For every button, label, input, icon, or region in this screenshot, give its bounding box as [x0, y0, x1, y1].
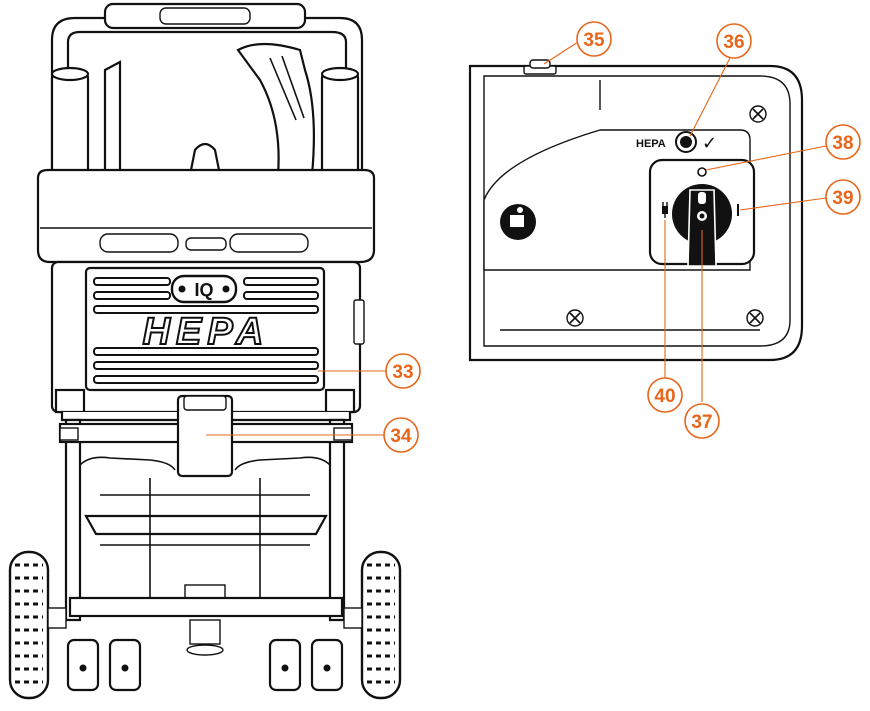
crevice-tool — [103, 60, 122, 187]
callout-38: 38 — [825, 124, 861, 160]
callout-40: 40 — [647, 377, 683, 413]
callout-37: 37 — [684, 403, 720, 439]
wand-holder — [236, 42, 315, 177]
control-panel-view: HEPA ✓ — [468, 59, 804, 362]
top-knob — [529, 59, 551, 69]
callouts: 33 34 35 36 37 38 39 40 — [206, 21, 861, 453]
plug-icon — [662, 202, 668, 218]
base-plate — [68, 596, 344, 618]
callout-35-label: 35 — [583, 30, 605, 51]
left-wheel — [8, 550, 50, 700]
grill-slots — [93, 277, 319, 384]
iq-logo-badge — [170, 274, 238, 304]
callout-34: 34 — [383, 417, 419, 453]
callout-39-label: 39 — [832, 188, 853, 209]
cart-crossbar — [84, 514, 328, 536]
hepa-indicator-light — [680, 136, 692, 148]
casters — [66, 638, 344, 692]
right-wheel — [360, 550, 402, 700]
callout-39: 39 — [825, 179, 861, 215]
callout-36: 36 — [716, 23, 752, 59]
hepa-indicator-label: HEPA — [636, 138, 666, 150]
switch-handle[interactable] — [687, 189, 717, 267]
callout-33: 33 — [385, 353, 421, 389]
vacuum-front-view: IQ HEPA — [8, 2, 402, 700]
off-indicator — [697, 167, 707, 177]
callout-38-label: 38 — [832, 133, 853, 154]
check-icon: ✓ — [702, 133, 717, 154]
callout-33-label: 33 — [392, 362, 413, 383]
callout-34-label: 34 — [390, 426, 412, 447]
callout-36-label: 36 — [723, 32, 744, 53]
callout-35: 35 — [576, 21, 612, 57]
screws — [566, 105, 767, 327]
iq-logo-text: IQ — [194, 280, 213, 300]
callout-40-label: 40 — [654, 386, 675, 407]
hepa-lettering: HEPA — [143, 311, 270, 353]
callout-37-label: 37 — [691, 412, 712, 433]
